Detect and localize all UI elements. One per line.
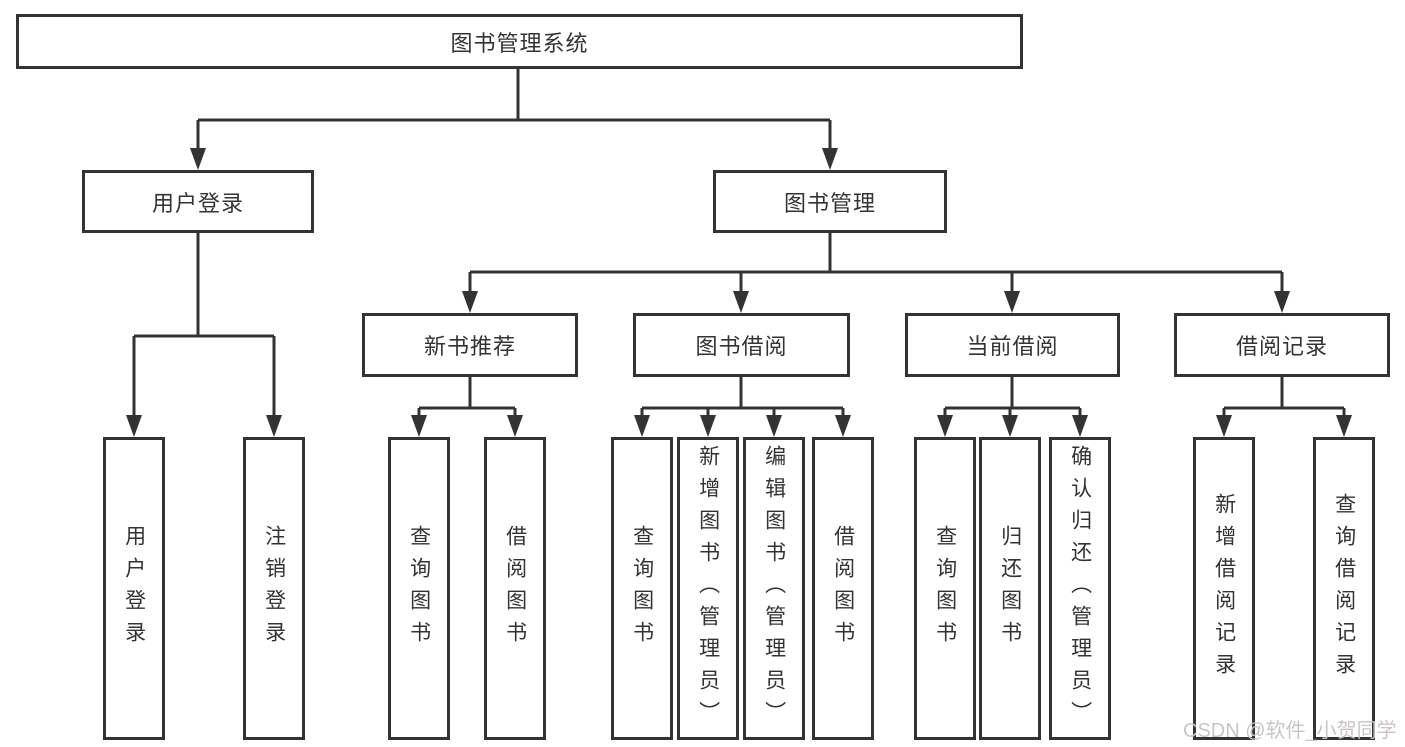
leaf-add-books-admin-label: 新增图书（管理员）	[696, 444, 720, 733]
leaf-borrow-books-borrowing-label: 借阅图书	[831, 524, 855, 653]
leaf-add-borrow-record: 新增借阅记录	[1193, 437, 1255, 740]
leaf-add-borrow-record-label: 新增借阅记录	[1212, 492, 1236, 685]
arrow-down-icon	[733, 291, 749, 313]
leaf-confirm-return-admin: 确认归还（管理员）	[1049, 437, 1111, 740]
leaf-query-books-current: 查询图书	[914, 437, 976, 740]
watermark: CSDN @软件_小贺同学	[1183, 720, 1397, 742]
arrow-down-icon	[1216, 415, 1232, 437]
leaf-query-borrow-record: 查询借阅记录	[1313, 437, 1375, 740]
node-book-management-label: 图书管理	[783, 190, 876, 216]
leaf-user-login-label: 用户登录	[122, 524, 146, 653]
arrow-down-icon	[822, 148, 838, 170]
arrow-down-icon	[1336, 415, 1352, 437]
leaf-logout: 注销登录	[243, 437, 305, 740]
arrow-down-icon	[766, 415, 782, 437]
leaf-query-books-borrowing-label: 查询图书	[630, 524, 654, 653]
node-borrowing-records: 借阅记录	[1174, 313, 1390, 377]
arrow-down-icon	[1004, 291, 1020, 313]
node-new-book-recommend: 新书推荐	[362, 313, 578, 377]
node-user-login: 用户登录	[82, 170, 314, 233]
leaf-borrow-books-recommend: 借阅图书	[484, 437, 546, 740]
leaf-confirm-return-admin-label: 确认归还（管理员）	[1068, 444, 1092, 733]
arrow-down-icon	[126, 415, 142, 437]
leaf-edit-books-admin: 编辑图书（管理员）	[743, 437, 805, 740]
leaf-user-login: 用户登录	[103, 437, 165, 740]
leaf-logout-label: 注销登录	[262, 524, 286, 653]
leaf-add-books-admin: 新增图书（管理员）	[677, 437, 739, 740]
leaf-return-books: 归还图书	[979, 437, 1041, 740]
leaf-borrow-books-borrowing: 借阅图书	[812, 437, 874, 740]
arrow-down-icon	[190, 148, 206, 170]
arrow-down-icon	[1002, 415, 1018, 437]
node-current-borrowing-label: 当前借阅	[966, 334, 1059, 359]
leaf-query-books-current-label: 查询图书	[933, 524, 957, 653]
leaf-query-books-recommend-label: 查询图书	[407, 524, 431, 653]
arrow-down-icon	[835, 415, 851, 437]
arrow-down-icon	[462, 291, 478, 313]
arrow-down-icon	[1072, 415, 1088, 437]
leaf-return-books-label: 归还图书	[998, 524, 1022, 653]
leaf-query-borrow-record-label: 查询借阅记录	[1332, 492, 1356, 685]
node-library-management-system: 图书管理系统	[16, 14, 1023, 69]
arrow-down-icon	[1274, 291, 1290, 313]
node-borrowing-records-label: 借阅记录	[1235, 334, 1328, 359]
leaf-query-books-borrowing: 查询图书	[611, 437, 673, 740]
leaf-edit-books-admin-label: 编辑图书（管理员）	[762, 444, 786, 733]
arrow-down-icon	[266, 415, 282, 437]
arrow-down-icon	[507, 415, 523, 437]
arrow-down-icon	[411, 415, 427, 437]
leaf-query-books-recommend: 查询图书	[388, 437, 450, 740]
arrow-down-icon	[634, 415, 650, 437]
node-library-management-system-label: 图书管理系统	[450, 30, 589, 56]
node-book-management: 图书管理	[713, 170, 947, 233]
arrow-down-icon	[700, 415, 716, 437]
node-new-book-recommend-label: 新书推荐	[423, 334, 516, 359]
node-user-login-label: 用户登录	[151, 190, 244, 216]
leaf-borrow-books-recommend-label: 借阅图书	[503, 524, 527, 653]
arrow-down-icon	[937, 415, 953, 437]
node-book-borrowing-label: 图书借阅	[695, 334, 788, 359]
node-current-borrowing: 当前借阅	[905, 313, 1120, 377]
node-book-borrowing: 图书借阅	[633, 313, 850, 377]
